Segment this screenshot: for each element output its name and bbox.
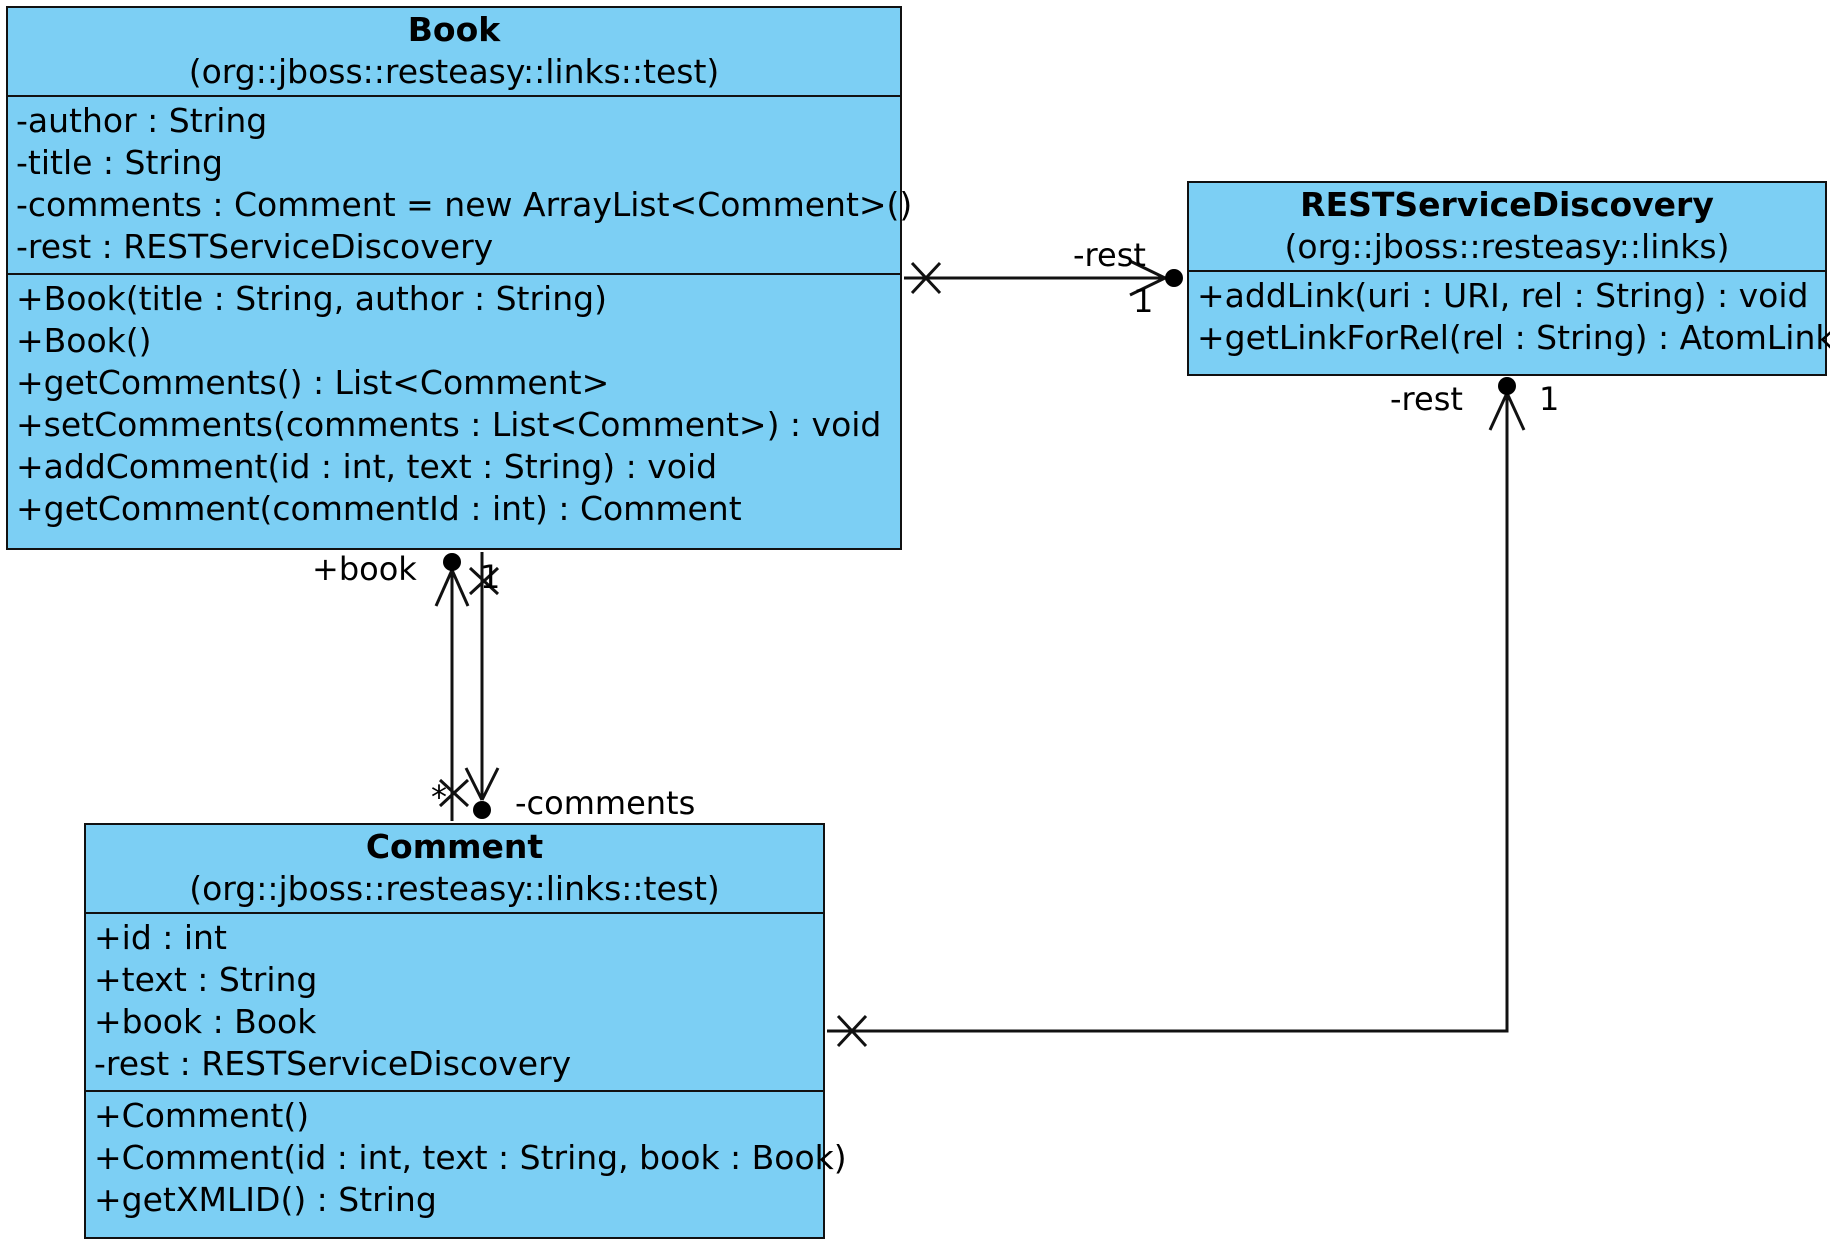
association-book-comments[interactable] <box>464 552 500 819</box>
operations-compartment: +addLink(uri : URI, rel : String) : void… <box>1189 272 1830 364</box>
navigable-arrowhead <box>464 767 484 801</box>
non-navigable-x-mark <box>438 778 470 808</box>
attribute: -rest : RESTServiceDiscovery <box>94 1044 572 1083</box>
class-package: (org::jboss::resteasy::links::test) <box>188 52 720 91</box>
class-header: Book (org::jboss::resteasy::links::test) <box>8 8 900 97</box>
association-comment-book[interactable] <box>434 553 470 821</box>
role-label-comment-rest: -rest <box>1390 380 1463 418</box>
ownership-dot <box>1165 269 1183 287</box>
navigable-arrowhead <box>434 569 454 607</box>
attribute: +text : String <box>94 960 318 999</box>
class-package: (org::jboss::resteasy::links) <box>1284 227 1730 266</box>
navigable-arrowhead <box>1129 276 1166 297</box>
operation: +getLinkForRel(rel : String) : AtomLink <box>1197 318 1830 357</box>
non-navigable-x-mark <box>910 261 942 295</box>
attribute: -author : String <box>16 101 268 140</box>
role-label-comment-book: +book <box>312 550 417 588</box>
attributes-compartment: -author : String -title : String -commen… <box>8 97 913 273</box>
operation: +Comment(id : int, text : String, book :… <box>94 1138 847 1177</box>
attribute: +id : int <box>94 918 227 957</box>
ownership-dot <box>473 801 491 819</box>
association-book-rest[interactable] <box>904 259 1183 297</box>
operation: +addComment(id : int, text : String) : v… <box>16 447 718 486</box>
role-label-book-comments: -comments <box>515 784 695 822</box>
class-package: (org::jboss::resteasy::links::test) <box>189 869 720 908</box>
attributes-compartment: +id : int +text : String +book : Book -r… <box>86 914 823 1090</box>
navigable-arrowhead <box>450 569 470 607</box>
class-header: Comment (org::jboss::resteasy::links::te… <box>86 825 823 914</box>
attribute: -title : String <box>16 143 224 182</box>
class-name: RESTServiceDiscovery <box>1300 185 1714 224</box>
navigable-arrowhead <box>480 767 500 801</box>
ownership-dot <box>443 553 461 571</box>
role-label-book-rest: -rest <box>1073 236 1146 274</box>
class-header: RESTServiceDiscovery (org::jboss::restea… <box>1189 183 1825 272</box>
association-comment-rest[interactable] <box>827 377 1526 1048</box>
attribute: -comments : Comment = new ArrayList<Comm… <box>16 185 913 224</box>
multiplicity-book-rest: 1 <box>1133 282 1153 320</box>
non-navigable-x-mark <box>836 1014 868 1048</box>
ownership-dot <box>1498 377 1516 395</box>
class-book[interactable]: Book (org::jboss::resteasy::links::test)… <box>6 6 913 550</box>
operation: +getComments() : List<Comment> <box>16 363 610 402</box>
class-comment[interactable]: Comment (org::jboss::resteasy::links::te… <box>84 823 847 1239</box>
class-rest-service-discovery[interactable]: RESTServiceDiscovery (org::jboss::restea… <box>1187 181 1830 376</box>
navigable-arrowhead <box>1505 392 1526 431</box>
multiplicity-comment-rest: 1 <box>1539 380 1559 418</box>
operation: +Book() <box>16 321 152 360</box>
navigable-arrowhead <box>1488 392 1509 431</box>
navigable-arrowhead <box>1129 259 1166 280</box>
non-navigable-x-mark <box>468 566 500 596</box>
operation: +setComments(comments : List<Comment>) :… <box>16 405 882 444</box>
attribute: -rest : RESTServiceDiscovery <box>16 227 494 266</box>
operations-compartment: +Comment() +Comment(id : int, text : Str… <box>86 1090 847 1226</box>
operation: +Book(title : String, author : String) <box>16 279 607 318</box>
operation: +Comment() <box>94 1096 310 1135</box>
attribute: +book : Book <box>94 1002 317 1041</box>
operations-compartment: +Book(title : String, author : String) +… <box>8 273 900 535</box>
class-name: Comment <box>365 827 544 866</box>
operation: +getXMLID() : String <box>94 1180 437 1219</box>
class-name: Book <box>407 10 501 49</box>
operation: +addLink(uri : URI, rel : String) : void <box>1197 276 1809 315</box>
multiplicity-book-comments: * <box>431 778 447 816</box>
multiplicity-comment-book: 1 <box>480 558 500 596</box>
operation: +getComment(commentId : int) : Comment <box>16 489 742 528</box>
